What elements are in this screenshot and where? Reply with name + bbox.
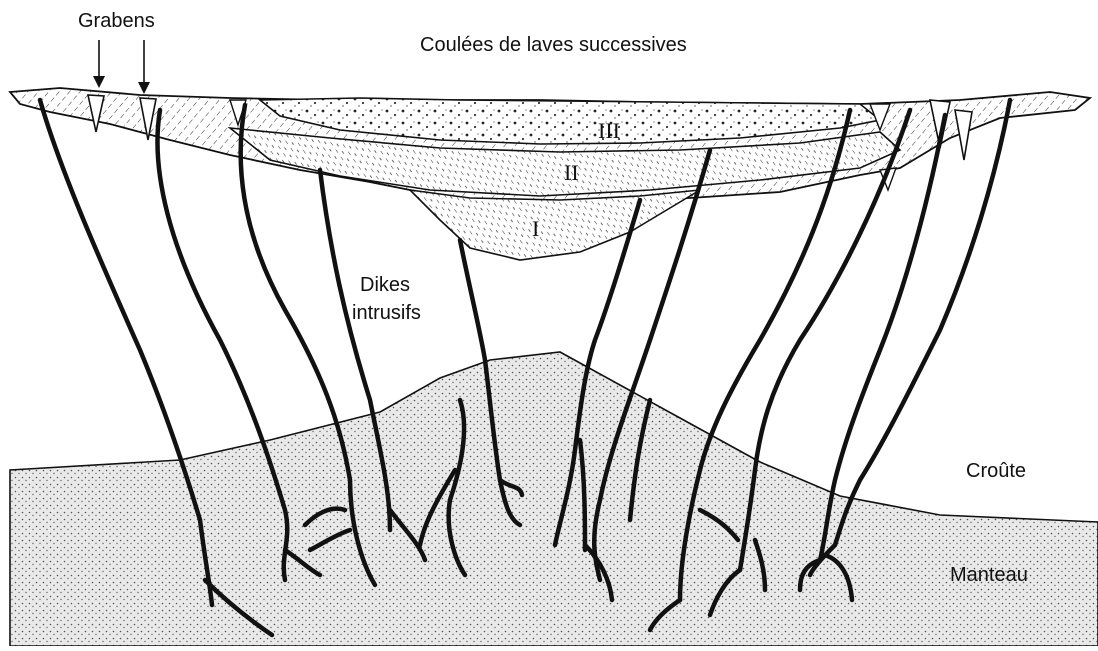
grabens-label: Grabens: [78, 8, 155, 34]
lava-flow-1: [410, 190, 700, 260]
mantle-label: Manteau: [950, 562, 1028, 588]
dikes-label-line1: Dikes: [360, 272, 410, 298]
flow-1-label: I: [532, 216, 539, 241]
flow-2-label: II: [564, 160, 579, 185]
diagram-title: Coulées de laves successives: [420, 32, 687, 58]
crust-label: Croûte: [966, 458, 1026, 484]
flow-3-label: III: [598, 118, 620, 143]
dikes-label-line2: intrusifs: [352, 300, 421, 326]
mantle-region: [10, 352, 1098, 646]
grabens-arrows: [93, 40, 150, 94]
